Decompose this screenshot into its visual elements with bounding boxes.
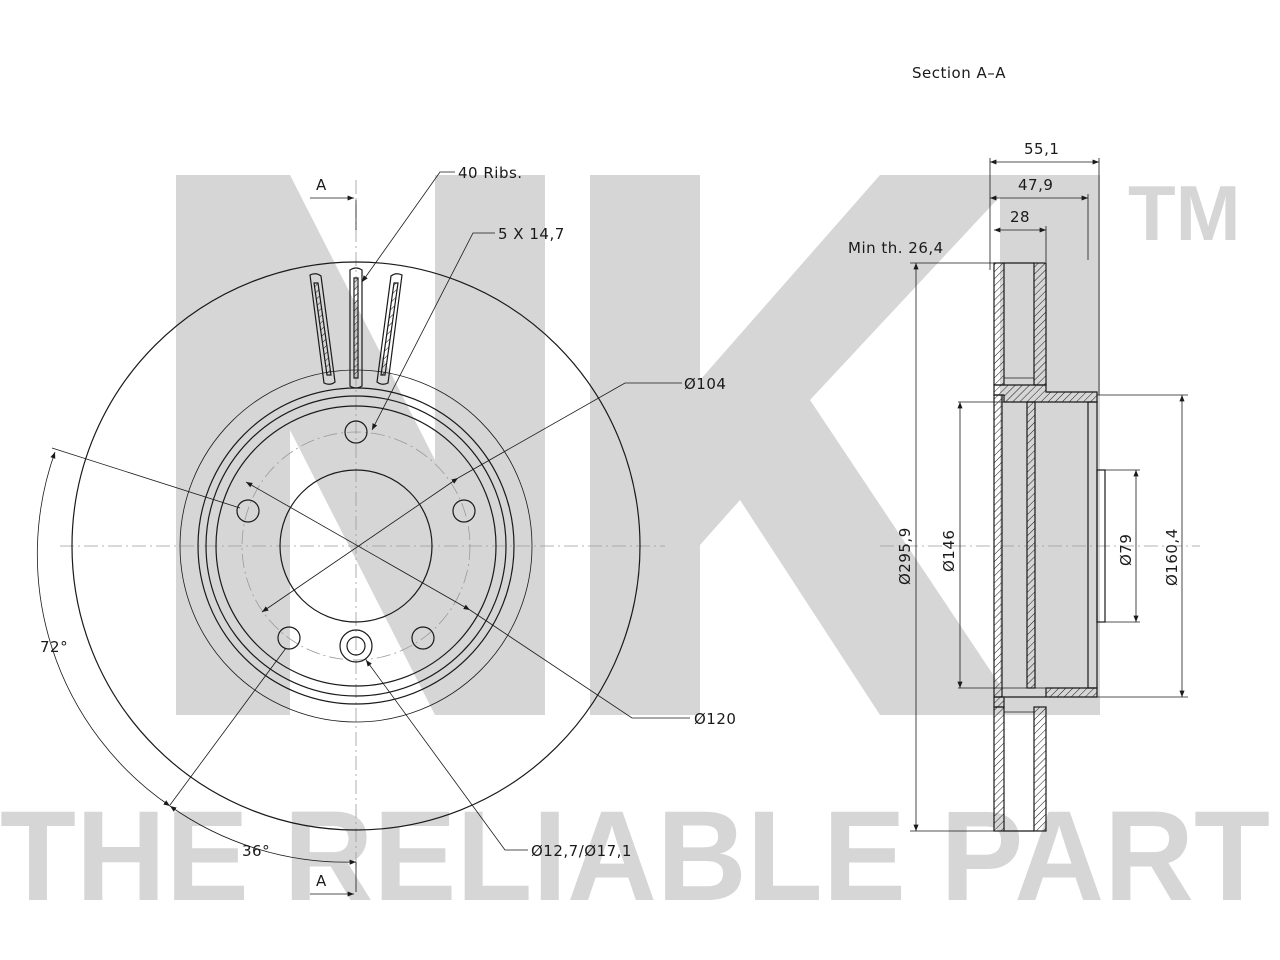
min-thickness-label: Min th. 26,4 bbox=[848, 239, 944, 257]
bolt-circle-diameter-line bbox=[245, 481, 471, 611]
section-view: Section A–A 55,1 47,9 28 Min th bbox=[848, 64, 1200, 832]
rib-hatch bbox=[353, 277, 359, 379]
hub-bore bbox=[1096, 469, 1106, 623]
angle-arc-72 bbox=[36, 451, 171, 807]
hat-diameter-label: Ø146 bbox=[940, 530, 958, 572]
hat-cylinder-left bbox=[993, 394, 1003, 698]
nk-watermark: TM THE RELIABLE PART bbox=[0, 169, 1270, 928]
hat-outer-label: Ø160,4 bbox=[1163, 528, 1181, 586]
hat-height-label: 47,9 bbox=[1018, 176, 1053, 194]
section-marker-bottom: A bbox=[316, 872, 327, 890]
bolt-circle-label: Ø120 bbox=[694, 710, 736, 728]
rib bbox=[309, 273, 336, 385]
angle-36-label: 36° bbox=[242, 842, 270, 860]
outer-diameter-label: Ø295,9 bbox=[896, 527, 914, 585]
cooling-ribs bbox=[309, 267, 403, 389]
bolt-hole bbox=[411, 626, 435, 650]
bolt-circle-leader bbox=[469, 609, 690, 719]
angle-arc-36 bbox=[169, 805, 357, 865]
bolt-hole-counterbore bbox=[339, 629, 373, 663]
total-height-label: 55,1 bbox=[1024, 140, 1059, 158]
rib-hatch bbox=[313, 282, 332, 376]
bolt-hole bbox=[277, 626, 301, 650]
holes-leader bbox=[371, 232, 495, 431]
hat-cylinder-right bbox=[1026, 401, 1036, 689]
bolt-hole-leader-2 bbox=[169, 647, 287, 806]
lower-friction-plate bbox=[993, 706, 1005, 832]
bolt-hole-inner bbox=[346, 636, 366, 656]
lower-friction-plate bbox=[1033, 706, 1047, 832]
upper-friction-plate bbox=[993, 262, 1005, 386]
hat-inner-edge bbox=[215, 405, 497, 687]
bolt-hole bbox=[344, 420, 368, 444]
hat-step-edge bbox=[205, 395, 507, 697]
nk-logo-mark bbox=[176, 175, 1100, 715]
bolt-hole-label: Ø12,7/Ø17,1 bbox=[531, 842, 632, 860]
thickness-label: 28 bbox=[1010, 208, 1030, 226]
front-view: A A 40 Ribs. 5 X 14,7 Ø104 Ø120 Ø12,7/Ø1… bbox=[36, 164, 736, 897]
holes-label: 5 X 14,7 bbox=[498, 225, 565, 243]
rib bbox=[376, 273, 403, 385]
hub-diameter-leader bbox=[457, 382, 682, 479]
ribs-label: 40 Ribs. bbox=[458, 164, 523, 182]
rib bbox=[349, 267, 363, 389]
angle-72-label: 72° bbox=[40, 638, 68, 656]
center-bore-label: Ø79 bbox=[1117, 534, 1135, 566]
section-title: Section A–A bbox=[912, 64, 1006, 82]
bolt-circle bbox=[241, 431, 471, 661]
hub-diameter-label: Ø104 bbox=[684, 375, 726, 393]
rib-hatch bbox=[380, 282, 399, 376]
section-marker-top: A bbox=[316, 176, 327, 194]
ribs-leader bbox=[361, 171, 455, 283]
bolt-hole-leader bbox=[365, 659, 528, 851]
tagline-text: THE RELIABLE PART bbox=[0, 785, 1270, 928]
upper-friction-plate bbox=[1033, 262, 1047, 386]
trademark-text: TM bbox=[1128, 169, 1241, 257]
